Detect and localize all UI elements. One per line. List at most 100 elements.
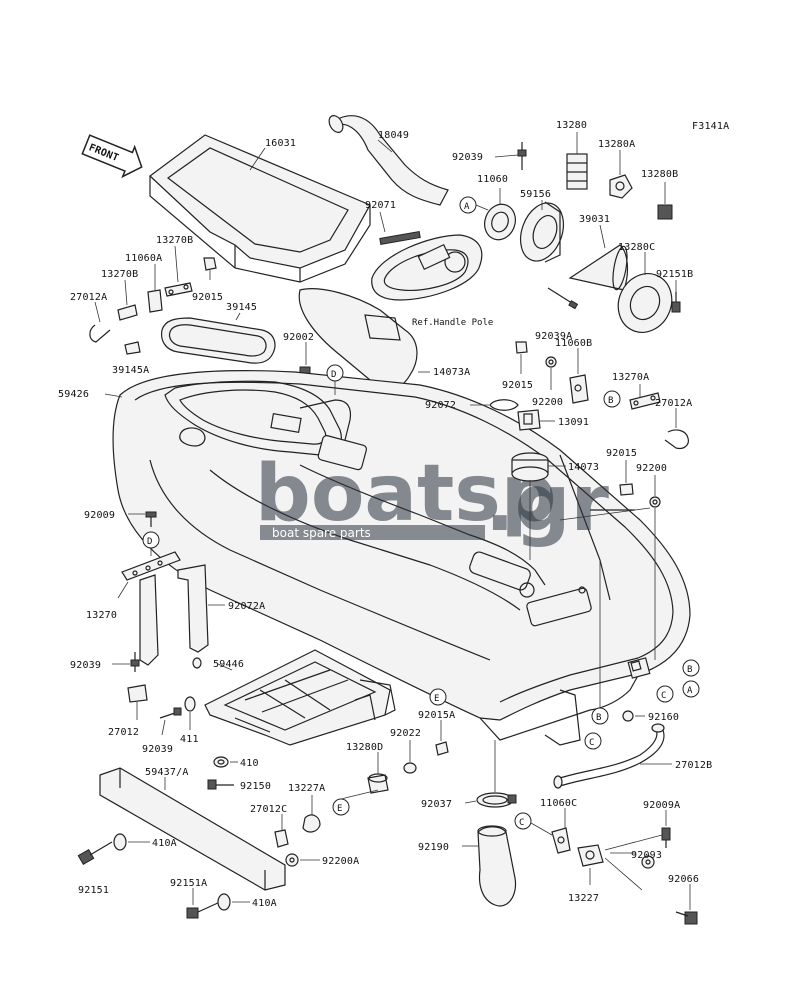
bolt-92009a-part xyxy=(661,827,671,848)
label-13280d: 13280D xyxy=(346,742,383,753)
svg-text:B: B xyxy=(687,665,692,675)
label-39145: 39145 xyxy=(226,302,257,313)
label-92009: 92009 xyxy=(84,510,115,521)
callout-d-1: D xyxy=(326,364,344,382)
bolt-92151a-part xyxy=(186,901,221,919)
bracket-13270-part xyxy=(121,551,181,581)
label-11060: 11060 xyxy=(477,174,508,185)
nut-92015-part xyxy=(203,257,217,271)
label-92015-2: 92015 xyxy=(502,380,533,391)
grommet-39145a-part xyxy=(124,341,141,355)
strap-92072a-part xyxy=(139,564,209,666)
bolt-92151b-part xyxy=(671,292,681,313)
label-13280: 13280 xyxy=(556,120,587,131)
callout-e-2: E xyxy=(332,798,350,816)
clamp-92037-part xyxy=(476,792,517,808)
cap-13091-part xyxy=(517,409,541,431)
clip-13280-part xyxy=(566,153,588,190)
label-410a-2: 410A xyxy=(252,898,277,909)
front-arrow-icon: FRONT xyxy=(81,134,143,179)
label-13227a: 13227A xyxy=(288,783,325,794)
label-92037: 92037 xyxy=(421,799,452,810)
washer-92200-2-part xyxy=(649,496,661,508)
label-410-1: 410 xyxy=(240,758,259,769)
svg-text:E: E xyxy=(337,804,342,814)
label-59437a: 59437/A xyxy=(145,767,189,778)
bolt-92039-2-part xyxy=(130,652,140,672)
washer-92160-part xyxy=(622,710,634,722)
callout-c-2: C xyxy=(584,732,602,750)
gasket-11060-part xyxy=(484,203,516,241)
clip-27012a-2-part xyxy=(664,429,689,450)
label-59426: 59426 xyxy=(58,389,89,400)
bolt-92039-3-part xyxy=(159,707,182,719)
bolt-92039a-part xyxy=(547,287,579,310)
svg-text:B: B xyxy=(608,396,613,406)
flange-59156-part xyxy=(519,201,565,263)
hose-92190-part xyxy=(477,825,517,907)
grate-59446-part xyxy=(204,649,396,746)
hull-deck-part xyxy=(112,370,691,746)
label-14073a: 14073A xyxy=(433,367,470,378)
svg-text:C: C xyxy=(519,818,524,828)
svg-text:D: D xyxy=(147,537,152,547)
label-92151: 92151 xyxy=(78,885,109,896)
label-27012: 27012 xyxy=(108,727,139,738)
label-11060a: 11060A xyxy=(125,253,162,264)
label-13270a: 13270A xyxy=(612,372,649,383)
callout-a-2: A xyxy=(682,680,700,698)
bolt-92039-part xyxy=(517,142,527,170)
pin-small-part xyxy=(192,657,202,669)
svg-text:E: E xyxy=(434,694,439,704)
ref-handle-pole: Ref.Handle Pole xyxy=(412,318,493,328)
label-13227: 13227 xyxy=(568,893,599,904)
label-59446: 59446 xyxy=(213,659,244,670)
label-13270b-1: 13270B xyxy=(156,235,193,246)
label-92093: 92093 xyxy=(631,850,662,861)
bolt-92151-part xyxy=(77,841,113,866)
strap-13270a-part xyxy=(629,392,661,410)
label-92071: 92071 xyxy=(365,200,396,211)
callout-b-2: B xyxy=(682,659,700,677)
nut-92015a-part xyxy=(435,741,449,756)
bolt-92009-part xyxy=(145,511,157,527)
label-92039-2: 92039 xyxy=(70,660,101,671)
label-92015-1: 92015 xyxy=(192,292,223,303)
label-92009a: 92009A xyxy=(643,800,680,811)
flange-13280c-part xyxy=(617,273,673,333)
rail-59437a-part xyxy=(99,767,286,891)
plug-13280d-part xyxy=(367,773,389,794)
watermark-tagline: boat spare parts xyxy=(272,526,371,540)
label-92200a: 92200A xyxy=(322,856,359,867)
label-27012b: 27012B xyxy=(675,760,712,771)
label-14073: 14073 xyxy=(568,462,599,473)
callout-d-2: D xyxy=(142,531,160,549)
label-13280c: 13280C xyxy=(618,242,655,253)
label-92039-3: 92039 xyxy=(142,744,173,755)
label-13270b-2: 13270B xyxy=(101,269,138,280)
label-92066: 92066 xyxy=(668,874,699,885)
watermark-brand: boatsp xyxy=(255,449,557,539)
label-11060c: 11060C xyxy=(540,798,577,809)
hose-clamp-92072-part xyxy=(489,399,519,411)
callout-e-1: E xyxy=(429,688,447,706)
label-13091: 13091 xyxy=(558,417,589,428)
washer-92022-part xyxy=(403,762,417,774)
watermark-logo: boatsp .gr boat spare parts xyxy=(255,449,609,549)
nut-92015-2-part xyxy=(515,341,528,354)
label-39145a: 39145A xyxy=(112,365,149,376)
fitting-13227-part xyxy=(577,844,604,867)
hose-part xyxy=(328,115,449,206)
washer-411-part xyxy=(184,696,196,712)
clip-27012a-part xyxy=(89,324,111,343)
callout-b-3: B xyxy=(591,707,609,725)
label-410a-1: 410A xyxy=(152,838,177,849)
label-92200-2: 92200 xyxy=(636,463,667,474)
label-16031: 16031 xyxy=(265,138,296,149)
label-11060b: 11060B xyxy=(555,338,592,349)
label-92200-1: 92200 xyxy=(532,397,563,408)
figure-code: F3141A xyxy=(692,121,729,132)
label-13280a: 13280A xyxy=(598,139,635,150)
label-411: 411 xyxy=(180,734,199,745)
storage-tray-part xyxy=(149,134,371,283)
